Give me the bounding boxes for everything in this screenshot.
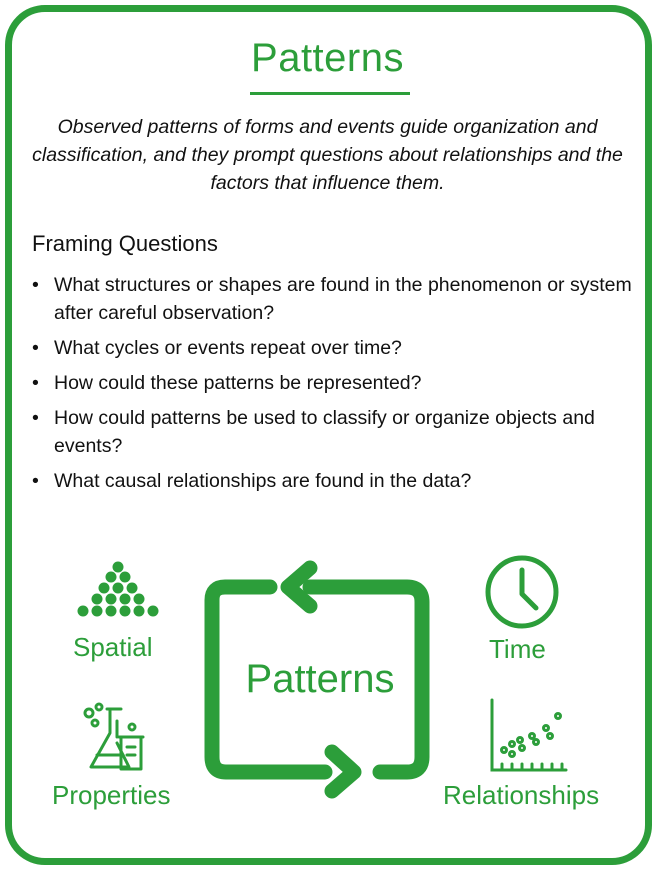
- question-text: How could patterns be used to classify o…: [54, 407, 595, 457]
- relationships-label: Relationships: [443, 780, 600, 810]
- question-item: • What causal relationships are found in …: [32, 467, 632, 495]
- framing-questions-list: • What structures or shapes are found in …: [32, 271, 632, 502]
- patterns-card: [5, 5, 652, 865]
- question-item: • How could patterns be used to classify …: [32, 404, 632, 460]
- lab-flask-icon: [83, 702, 145, 771]
- bullet: •: [32, 407, 39, 429]
- framing-questions-heading: Framing Questions: [32, 231, 218, 256]
- bullet: •: [32, 372, 39, 394]
- question-text: What cycles or events repeat over time?: [54, 337, 402, 359]
- spatial-label: Spatial: [73, 632, 153, 662]
- page-title: Patterns: [251, 36, 404, 80]
- question-text: What causal relationships are found in t…: [54, 470, 472, 492]
- intro-text: Observed patterns of forms and events gu…: [32, 116, 623, 194]
- bullet: •: [32, 470, 39, 492]
- bullet: •: [32, 274, 39, 296]
- clock-icon: [485, 555, 559, 629]
- title-underline: [250, 92, 410, 95]
- scatter-plot-icon: [490, 698, 568, 772]
- question-item: • How could these patterns be represented…: [32, 369, 632, 397]
- cycle-arrows-icon: [204, 560, 430, 799]
- dot-triangle-icon: [77, 561, 159, 617]
- time-label: Time: [489, 634, 546, 664]
- question-item: • What cycles or events repeat over time?: [32, 334, 632, 362]
- bullet: •: [32, 337, 39, 359]
- cycle-center-label: Patterns: [245, 657, 395, 701]
- question-text: How could these patterns be represented?: [54, 372, 422, 394]
- question-text: What structures or shapes are found in t…: [54, 274, 632, 324]
- properties-label: Properties: [52, 780, 171, 810]
- question-item: • What structures or shapes are found in …: [32, 271, 632, 327]
